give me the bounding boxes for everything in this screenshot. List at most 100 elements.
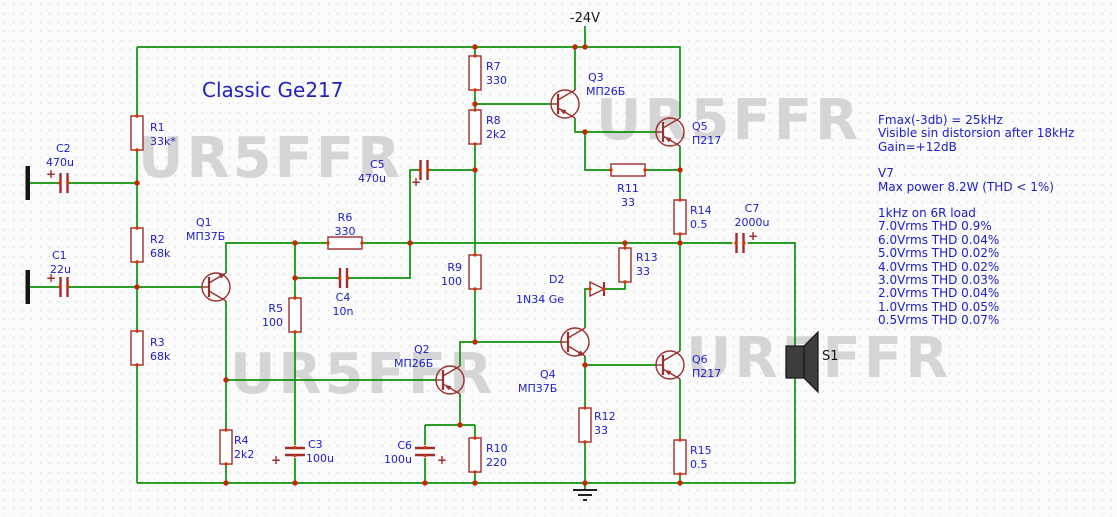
part-value: МП37Б xyxy=(518,382,557,395)
part-value: 33 xyxy=(594,424,608,437)
part-ref: Q6 xyxy=(692,353,708,366)
part-ref: Q2 xyxy=(414,343,430,356)
part-ref: R5 xyxy=(268,302,283,315)
note-thd: 3.0Vrms THD 0.03% xyxy=(878,273,1000,288)
watermark-text: UR5FFR xyxy=(138,126,404,191)
part-value: 33 xyxy=(621,196,635,209)
part-value: 470u xyxy=(358,172,386,185)
input-terminal-top xyxy=(25,166,30,200)
note-version: V7 xyxy=(878,166,894,181)
capacitor-C7: C7 2000u + xyxy=(733,202,770,255)
capacitor-C6: C6 100u + xyxy=(384,439,447,467)
part-ref: Q5 xyxy=(692,120,708,133)
transistor-Q6: Q6 П217 xyxy=(656,351,721,380)
speaker-cone-icon xyxy=(803,330,819,394)
notes-panel: Fmax(-3db) = 25kHz Visible sin distorsio… xyxy=(878,113,1075,328)
part-value: 0.5 xyxy=(690,458,708,471)
transistor-Q5: Q5 П217 xyxy=(656,118,721,147)
speaker-ref: S1 xyxy=(822,349,839,364)
watermark-text: UR5FFR xyxy=(230,342,496,407)
polarity-plus: + xyxy=(748,229,758,243)
capacitor-C5: C5 470u + xyxy=(358,158,431,189)
part-value: 2k2 xyxy=(486,128,506,141)
part-value: 330 xyxy=(335,225,356,238)
part-value: 100 xyxy=(441,275,462,288)
part-ref: Q3 xyxy=(588,71,604,84)
part-ref: R6 xyxy=(338,211,353,224)
part-value: 68k xyxy=(150,247,171,260)
supply-rail-label: -24V xyxy=(570,11,600,26)
part-value: 2k2 xyxy=(234,448,254,461)
transistor-Q4: Q4 МП37Б xyxy=(518,328,589,395)
resistor-R13: R13 33 xyxy=(618,245,658,285)
note-power: Max power 8.2W (THD < 1%) xyxy=(878,179,1054,194)
resistor-R2: R2 68k xyxy=(130,225,171,265)
part-value: 22u xyxy=(50,263,71,276)
resistor-R4: R4 2k2 xyxy=(219,427,254,467)
part-ref: R10 xyxy=(486,442,508,455)
polarity-plus: + xyxy=(437,453,447,467)
note-thd: 6.0Vrms THD 0.04% xyxy=(878,232,1000,247)
note-thd: 4.0Vrms THD 0.02% xyxy=(878,259,1000,274)
part-value: 0.5 xyxy=(690,218,708,231)
part-ref: R14 xyxy=(690,204,712,217)
part-value: 100u xyxy=(384,453,412,466)
part-ref: C3 xyxy=(308,438,323,451)
speaker-S1: S1 xyxy=(785,330,839,394)
polarity-plus: + xyxy=(46,271,56,285)
wire-segment xyxy=(295,169,421,279)
part-value: 33 xyxy=(636,265,650,278)
junction-dots xyxy=(134,44,683,486)
diode-D2: D2 1N34 Ge xyxy=(516,273,607,306)
part-value: 470u xyxy=(46,156,74,169)
resistor-R15: R15 0.5 xyxy=(673,437,712,477)
part-value: П217 xyxy=(692,367,721,380)
watermark-text: UR5FFR xyxy=(596,88,862,153)
part-ref: R11 xyxy=(617,182,639,195)
part-ref: R15 xyxy=(690,444,712,457)
part-value: 10n xyxy=(333,305,354,318)
resistor-R11: R11 33 xyxy=(608,163,648,209)
resistor-R12: R12 33 xyxy=(578,405,616,445)
wire-segment xyxy=(584,356,656,490)
part-ref: C5 xyxy=(370,158,385,171)
part-value: 100 xyxy=(262,316,283,329)
part-ref: R1 xyxy=(150,121,165,134)
polarity-plus: + xyxy=(46,167,56,181)
resistor-R9: R9 100 xyxy=(441,252,482,292)
capacitor-C3: C3 100u + xyxy=(271,438,334,467)
part-ref: D2 xyxy=(549,273,564,286)
part-value: 100u xyxy=(306,452,334,465)
wire-segment xyxy=(574,47,585,133)
wire-segment xyxy=(225,242,328,273)
part-value: 2000u xyxy=(735,216,770,229)
resistor-R1: R1 33k* xyxy=(130,113,176,153)
resistor-R6: R6 330 xyxy=(325,211,365,250)
part-ref: C2 xyxy=(56,142,71,155)
part-value: 220 xyxy=(486,456,507,469)
note-line: Gain=+12dB xyxy=(878,139,957,154)
part-ref: R3 xyxy=(150,336,165,349)
capacitor-C2: C2 470u + xyxy=(46,142,74,195)
resistor-R7: R7 330 xyxy=(468,53,507,93)
wire-segment xyxy=(459,341,561,366)
part-ref: R7 xyxy=(486,60,501,73)
part-ref: C6 xyxy=(397,439,412,452)
part-value: МП26Б xyxy=(586,85,625,98)
part-ref: R2 xyxy=(150,233,165,246)
part-ref: C1 xyxy=(52,249,67,262)
polarity-plus: + xyxy=(271,453,281,467)
note-thd: 5.0Vrms THD 0.02% xyxy=(878,246,1000,261)
wire-segment xyxy=(584,131,656,171)
input-terminal-bottom xyxy=(25,270,30,304)
part-value: 1N34 Ge xyxy=(516,293,564,306)
note-line: Visible sin distorsion after 18kHz xyxy=(878,126,1075,141)
part-value: 33k* xyxy=(150,135,176,148)
wire-segment xyxy=(424,394,476,483)
speaker-icon xyxy=(785,345,805,379)
note-thd: 0.5Vrms THD 0.07% xyxy=(878,313,1000,328)
part-value: П217 xyxy=(692,134,721,147)
part-ref: R4 xyxy=(234,434,249,447)
